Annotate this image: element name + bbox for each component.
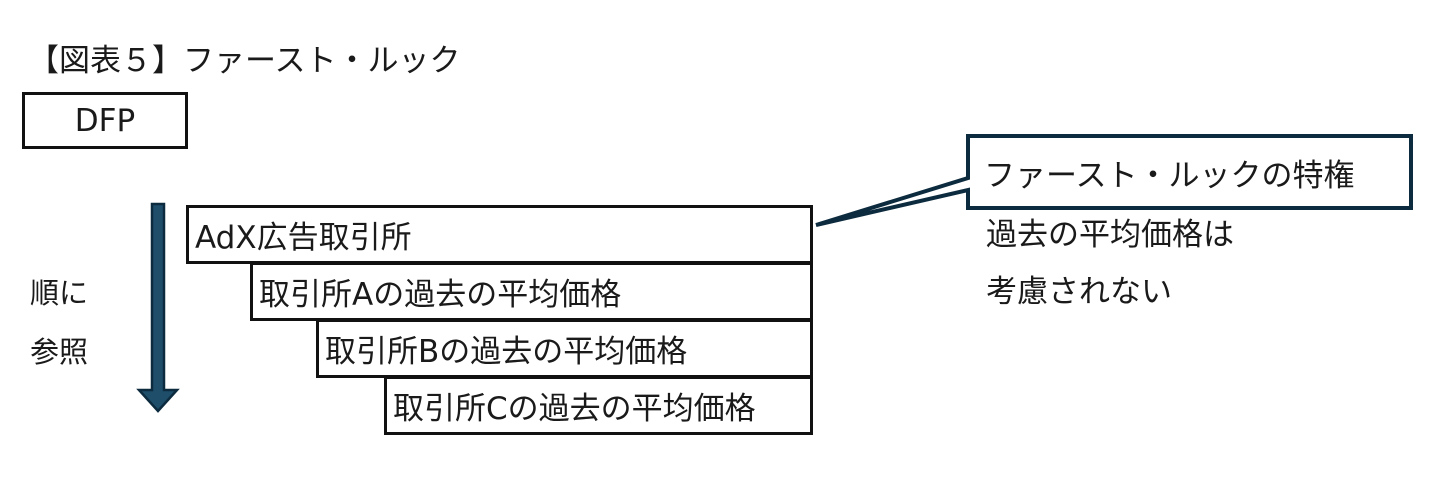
down-arrow-icon — [136, 202, 180, 413]
callout-outline — [815, 134, 1413, 227]
dfp-box: DFP — [22, 92, 188, 149]
dfp-label: DFP — [74, 102, 136, 139]
step-box-exchange-c: 取引所Cの過去の平均価格 — [384, 376, 813, 435]
order-label-line-2: 参照 — [30, 335, 89, 369]
callout-title: ファースト・ルックの特権 — [984, 157, 1355, 194]
figure-title: 【図表５】ファースト・ルック — [28, 43, 461, 79]
order-label-line-1: 順に — [30, 276, 89, 310]
step-box-adx: AdX広告取引所 — [186, 205, 813, 264]
callout-note-line-2: 考慮されない — [986, 274, 1172, 310]
callout-note-line-1: 過去の平均価格は — [986, 217, 1234, 253]
step-label-exchange-c: 取引所Cの過去の平均価格 — [393, 391, 756, 427]
first-look-callout: ファースト・ルックの特権 — [968, 136, 1411, 208]
step-label-exchange-a: 取引所Aの過去の平均価格 — [259, 277, 622, 313]
step-label-adx: AdX広告取引所 — [195, 220, 412, 256]
step-label-exchange-b: 取引所Bの過去の平均価格 — [325, 334, 688, 370]
